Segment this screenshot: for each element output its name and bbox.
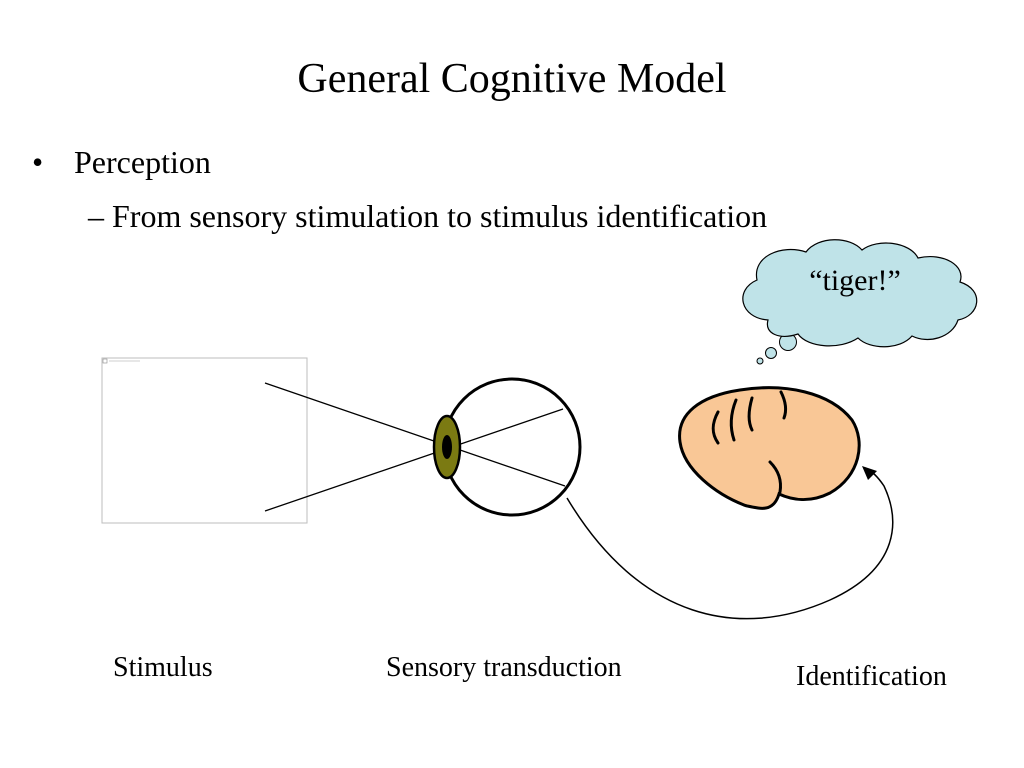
pupil bbox=[442, 435, 452, 459]
eyeball bbox=[442, 377, 582, 517]
thought-bubble-medium bbox=[765, 347, 777, 359]
sub-bullet-text: – From sensory stimulation to stimulus i… bbox=[88, 198, 768, 234]
bullet-text: Perception bbox=[74, 144, 211, 180]
brain bbox=[678, 386, 861, 510]
thought-text: “tiger!” bbox=[809, 264, 901, 297]
arrowhead bbox=[862, 466, 877, 480]
bullet-item: • Perception bbox=[32, 142, 211, 182]
brain-fold-2 bbox=[729, 398, 738, 442]
bullet-marker: • bbox=[32, 144, 44, 180]
brain-fold-1 bbox=[711, 410, 720, 445]
brain-fold-5 bbox=[768, 460, 782, 494]
brain-fold-4 bbox=[779, 390, 788, 420]
brain-fold-3 bbox=[747, 396, 754, 432]
stimulus-image-frame bbox=[101, 357, 308, 524]
caption-stimulus: Stimulus bbox=[113, 652, 213, 683]
caption-sensory-transduction: Sensory transduction bbox=[386, 652, 622, 683]
caption-identification: Identification bbox=[796, 661, 947, 692]
thought-cloud bbox=[742, 239, 978, 348]
thought-bubble-small bbox=[756, 357, 764, 365]
slide-title: General Cognitive Model bbox=[297, 56, 727, 102]
neural-pathway-arrow bbox=[566, 467, 894, 620]
light-ray-bottom bbox=[264, 408, 564, 512]
broken-image-icon bbox=[102, 358, 108, 364]
light-ray-top bbox=[264, 382, 566, 487]
